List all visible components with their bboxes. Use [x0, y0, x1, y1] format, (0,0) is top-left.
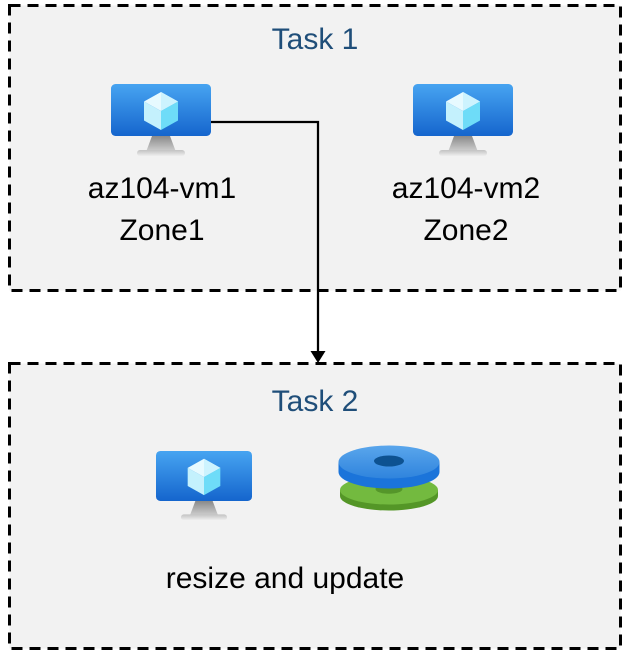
- vm1-name: az104-vm1: [87, 172, 237, 205]
- task2-box: Task 2 resize and update: [8, 362, 622, 650]
- vm2-name: az104-vm2: [391, 172, 541, 205]
- vm1-label: az104-vm1 Zone1: [32, 168, 292, 252]
- task2-title: Task 2: [271, 385, 359, 418]
- task1-title: Task 1: [271, 23, 359, 56]
- azure-vm-icon: [413, 84, 513, 160]
- task1-box: Task 1 az104-vm1 Zone1 az104-vm2 Zone2: [8, 4, 622, 292]
- azure-disks-icon: [338, 444, 440, 512]
- elbow-connector-line: [211, 120, 320, 352]
- task2-box-border: [8, 362, 622, 650]
- vm2-zone: Zone2: [423, 214, 509, 247]
- vm1-zone: Zone1: [119, 214, 205, 247]
- azure-vm-icon: [156, 451, 252, 524]
- task2-caption: resize and update: [165, 562, 405, 595]
- vm2-label: az104-vm2 Zone2: [336, 168, 596, 252]
- azure-vm-icon: [111, 84, 211, 160]
- task1-box-border: [8, 4, 622, 292]
- arrowhead-icon: [310, 351, 326, 363]
